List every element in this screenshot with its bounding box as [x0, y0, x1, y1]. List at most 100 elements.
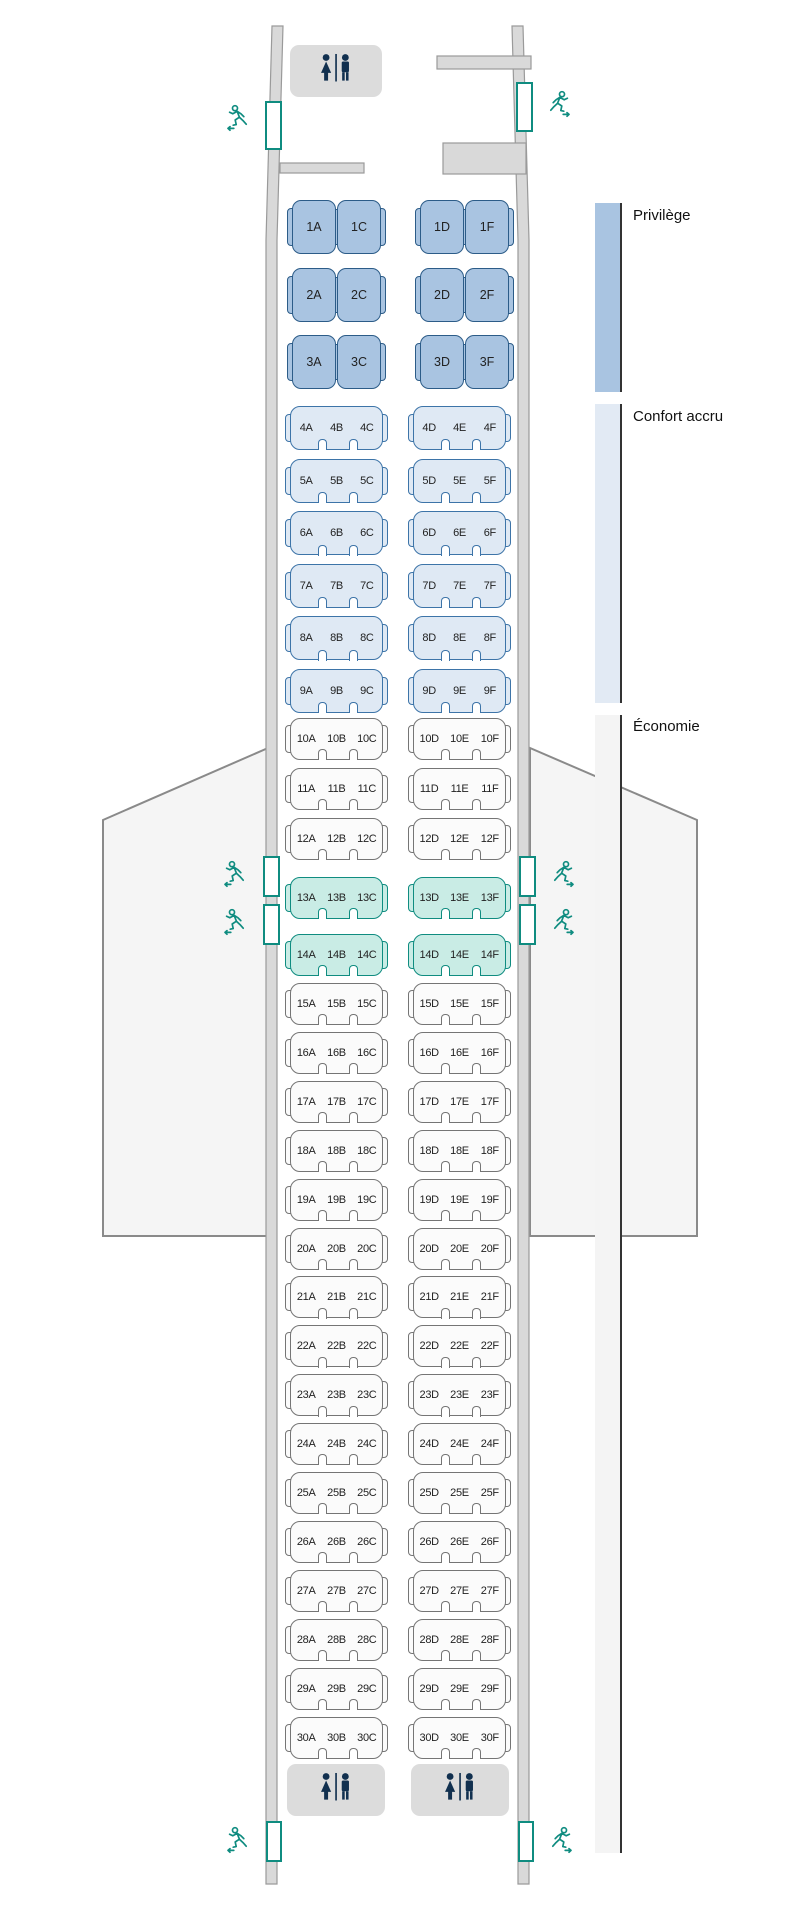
seat-5A[interactable]: 5A	[299, 474, 313, 487]
seat-15B[interactable]: 15B	[327, 998, 346, 1010]
seat-26B[interactable]: 26B	[327, 1535, 346, 1548]
seat-11D[interactable]: 11D	[419, 783, 439, 795]
seat-9A[interactable]: 9A	[299, 685, 313, 697]
seat-21C[interactable]: 21C	[357, 1291, 377, 1304]
seat-28E[interactable]: 28E	[450, 1633, 469, 1646]
seat-4E[interactable]: 4E	[453, 422, 466, 434]
seat-24A[interactable]: 24A	[296, 1438, 316, 1451]
seat-26A[interactable]: 26A	[296, 1535, 316, 1548]
seat-10D[interactable]: 10D	[419, 733, 440, 745]
seat-5C[interactable]: 5C	[360, 474, 374, 487]
seat-3D[interactable]: 3D	[420, 335, 464, 389]
seat-7C[interactable]: 7C	[360, 579, 374, 592]
seat-6F[interactable]: 6F	[483, 527, 497, 540]
seat-21A[interactable]: 21A	[296, 1291, 316, 1304]
seat-18D[interactable]: 18D	[419, 1144, 440, 1157]
seat-29E[interactable]: 29E	[450, 1682, 469, 1695]
seat-20C[interactable]: 20C	[357, 1242, 377, 1255]
seat-13D[interactable]: 13D	[419, 892, 440, 904]
seat-17D[interactable]: 17D	[419, 1095, 440, 1108]
seat-11C[interactable]: 11C	[357, 783, 377, 795]
seat-24D[interactable]: 24D	[419, 1438, 440, 1451]
seat-27D[interactable]: 27D	[419, 1584, 440, 1597]
seat-22A[interactable]: 22A	[296, 1340, 316, 1353]
seat-4D[interactable]: 4D	[422, 422, 436, 434]
seat-25C[interactable]: 25C	[357, 1487, 377, 1499]
seat-16C[interactable]: 16C	[357, 1046, 377, 1059]
seat-19E[interactable]: 19E	[450, 1193, 469, 1206]
seat-9C[interactable]: 9C	[360, 685, 374, 697]
seat-19B[interactable]: 19B	[327, 1193, 346, 1206]
seat-29A[interactable]: 29A	[296, 1682, 316, 1695]
seat-14A[interactable]: 14A	[296, 949, 316, 961]
seat-7E[interactable]: 7E	[453, 579, 466, 592]
seat-18B[interactable]: 18B	[327, 1144, 346, 1157]
seat-13C[interactable]: 13C	[357, 892, 377, 904]
seat-19A[interactable]: 19A	[296, 1193, 316, 1206]
seat-26E[interactable]: 26E	[450, 1535, 469, 1548]
seat-4C[interactable]: 4C	[360, 422, 374, 434]
seat-7B[interactable]: 7B	[330, 579, 343, 592]
seat-29C[interactable]: 29C	[357, 1682, 377, 1695]
seat-1F[interactable]: 1F	[465, 200, 509, 254]
seat-28D[interactable]: 28D	[419, 1633, 440, 1646]
seat-27C[interactable]: 27C	[357, 1584, 377, 1597]
seat-9E[interactable]: 9E	[453, 685, 466, 697]
seat-8F[interactable]: 8F	[483, 632, 497, 645]
seat-24C[interactable]: 24C	[357, 1438, 377, 1451]
seat-21B[interactable]: 21B	[327, 1291, 346, 1304]
seat-25A[interactable]: 25A	[296, 1487, 316, 1499]
seat-2A[interactable]: 2A	[292, 267, 336, 322]
seat-21E[interactable]: 21E	[450, 1291, 469, 1304]
seat-24F[interactable]: 24F	[480, 1438, 499, 1451]
seat-26D[interactable]: 26D	[419, 1535, 440, 1548]
seat-18C[interactable]: 18C	[357, 1144, 377, 1157]
seat-9F[interactable]: 9F	[483, 685, 497, 697]
seat-8C[interactable]: 8C	[360, 632, 374, 645]
seat-23B[interactable]: 23B	[327, 1389, 346, 1402]
seat-5D[interactable]: 5D	[422, 474, 436, 487]
seat-13A[interactable]: 13A	[296, 892, 316, 904]
seat-10C[interactable]: 10C	[357, 733, 377, 745]
seat-12B[interactable]: 12B	[327, 833, 346, 845]
seat-14B[interactable]: 14B	[327, 949, 346, 961]
seat-15E[interactable]: 15E	[450, 998, 469, 1010]
seat-29F[interactable]: 29F	[480, 1682, 499, 1695]
seat-6C[interactable]: 6C	[360, 527, 374, 540]
seat-30C[interactable]: 30C	[357, 1731, 377, 1744]
seat-24E[interactable]: 24E	[450, 1438, 469, 1451]
seat-14E[interactable]: 14E	[450, 949, 469, 961]
seat-16D[interactable]: 16D	[419, 1046, 440, 1059]
seat-8B[interactable]: 8B	[330, 632, 343, 645]
seat-6A[interactable]: 6A	[299, 527, 313, 540]
seat-15A[interactable]: 15A	[296, 998, 316, 1010]
seat-2D[interactable]: 2D	[420, 267, 464, 322]
seat-5F[interactable]: 5F	[483, 474, 497, 487]
seat-23C[interactable]: 23C	[357, 1389, 377, 1402]
seat-25D[interactable]: 25D	[419, 1487, 440, 1499]
seat-26C[interactable]: 26C	[357, 1535, 377, 1548]
seat-4A[interactable]: 4A	[299, 422, 313, 434]
seat-30A[interactable]: 30A	[296, 1731, 316, 1744]
seat-29B[interactable]: 29B	[327, 1682, 346, 1695]
seat-12F[interactable]: 12F	[480, 833, 499, 845]
seat-7D[interactable]: 7D	[422, 579, 436, 592]
seat-6E[interactable]: 6E	[453, 527, 466, 540]
seat-15D[interactable]: 15D	[419, 998, 440, 1010]
seat-4B[interactable]: 4B	[330, 422, 343, 434]
seat-6D[interactable]: 6D	[422, 527, 436, 540]
seat-1C[interactable]: 1C	[337, 200, 381, 254]
seat-12E[interactable]: 12E	[450, 833, 469, 845]
seat-27E[interactable]: 27E	[450, 1584, 469, 1597]
seat-22C[interactable]: 22C	[357, 1340, 377, 1353]
seat-27A[interactable]: 27A	[296, 1584, 316, 1597]
seat-28A[interactable]: 28A	[296, 1633, 316, 1646]
seat-11F[interactable]: 11F	[481, 783, 499, 795]
seat-12A[interactable]: 12A	[296, 833, 316, 845]
seat-23F[interactable]: 23F	[480, 1389, 499, 1402]
seat-22D[interactable]: 22D	[419, 1340, 440, 1353]
seat-5E[interactable]: 5E	[453, 474, 466, 487]
seat-16B[interactable]: 16B	[327, 1046, 346, 1059]
seat-18A[interactable]: 18A	[296, 1144, 316, 1157]
seat-2F[interactable]: 2F	[465, 267, 509, 322]
